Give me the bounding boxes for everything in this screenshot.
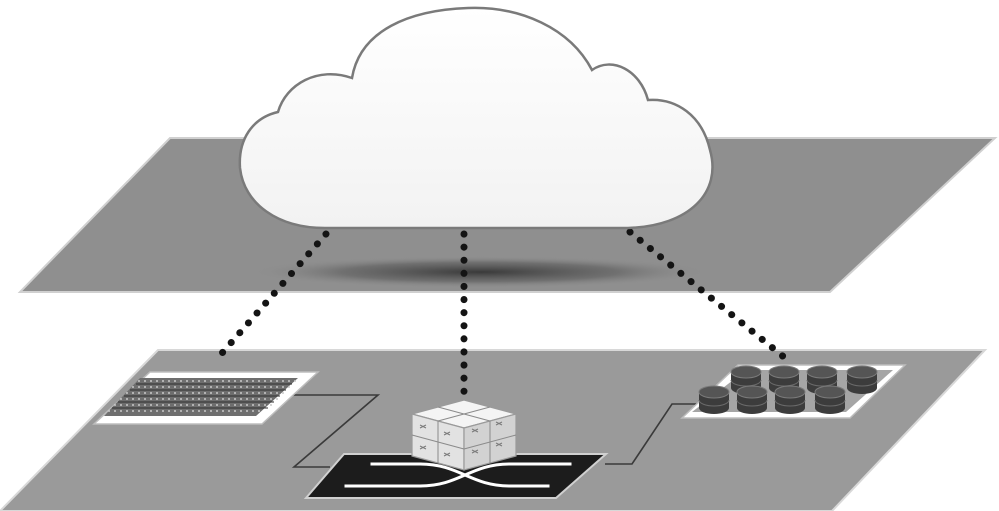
network-switch-icon: [409, 399, 519, 471]
link-servers-switch: [276, 394, 381, 468]
disk-icon: [774, 385, 806, 414]
server-rack-icon: [92, 371, 320, 425]
network-switch-pad: [303, 453, 609, 499]
disk-icon: [846, 365, 878, 394]
disk-icon: [730, 365, 762, 394]
cloud-icon: [238, 6, 714, 230]
cloud-shadow: [250, 256, 710, 288]
link-lines: [276, 394, 700, 468]
storage-disks-icon: [680, 364, 907, 419]
disk-icon: [736, 385, 768, 414]
disk-stack: [698, 365, 878, 414]
link-storage-switch: [605, 403, 700, 465]
disk-icon: [814, 385, 846, 414]
connector-storage: [626, 228, 794, 366]
connector-servers: [212, 230, 330, 364]
disk-icon: [698, 385, 730, 414]
